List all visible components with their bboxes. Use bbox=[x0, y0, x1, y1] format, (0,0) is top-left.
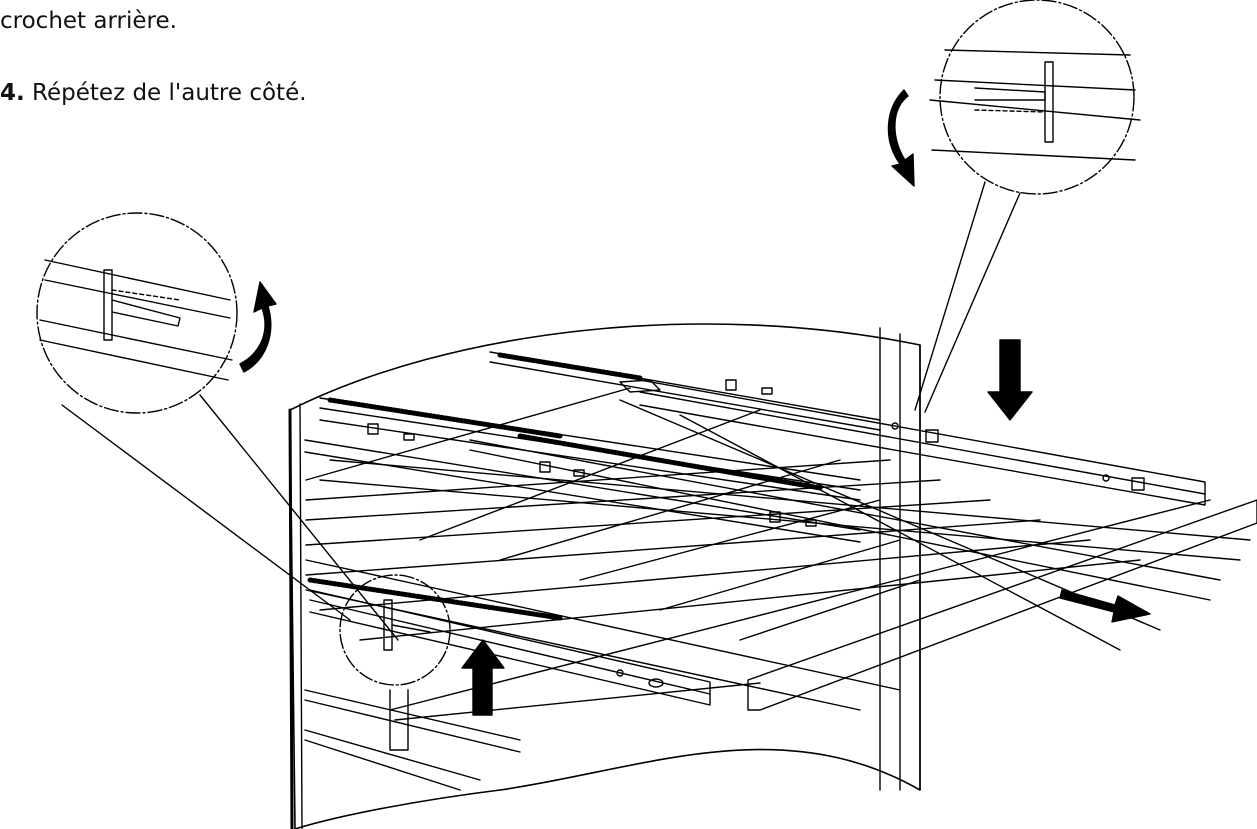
rotate-ccw-icon bbox=[887, 89, 915, 187]
right-slide-rail bbox=[639, 379, 1206, 506]
step-number: 4. bbox=[0, 80, 25, 106]
arrow-up-icon bbox=[461, 639, 505, 716]
rotate-cw-icon bbox=[239, 281, 277, 373]
left-slide-rail bbox=[309, 589, 711, 706]
detail-callout-left bbox=[36, 212, 451, 686]
arrow-down-icon bbox=[987, 339, 1033, 421]
instruction-step-4: 4. Répétez de l'autre côté. bbox=[0, 80, 307, 106]
arrow-right-icon bbox=[1059, 589, 1151, 623]
detail-callout-right bbox=[914, 0, 1141, 413]
wire-shelf bbox=[305, 379, 1257, 751]
instruction-line-continuation: crochet arrière. bbox=[0, 8, 177, 34]
step-text: Répétez de l'autre côté. bbox=[24, 80, 307, 106]
